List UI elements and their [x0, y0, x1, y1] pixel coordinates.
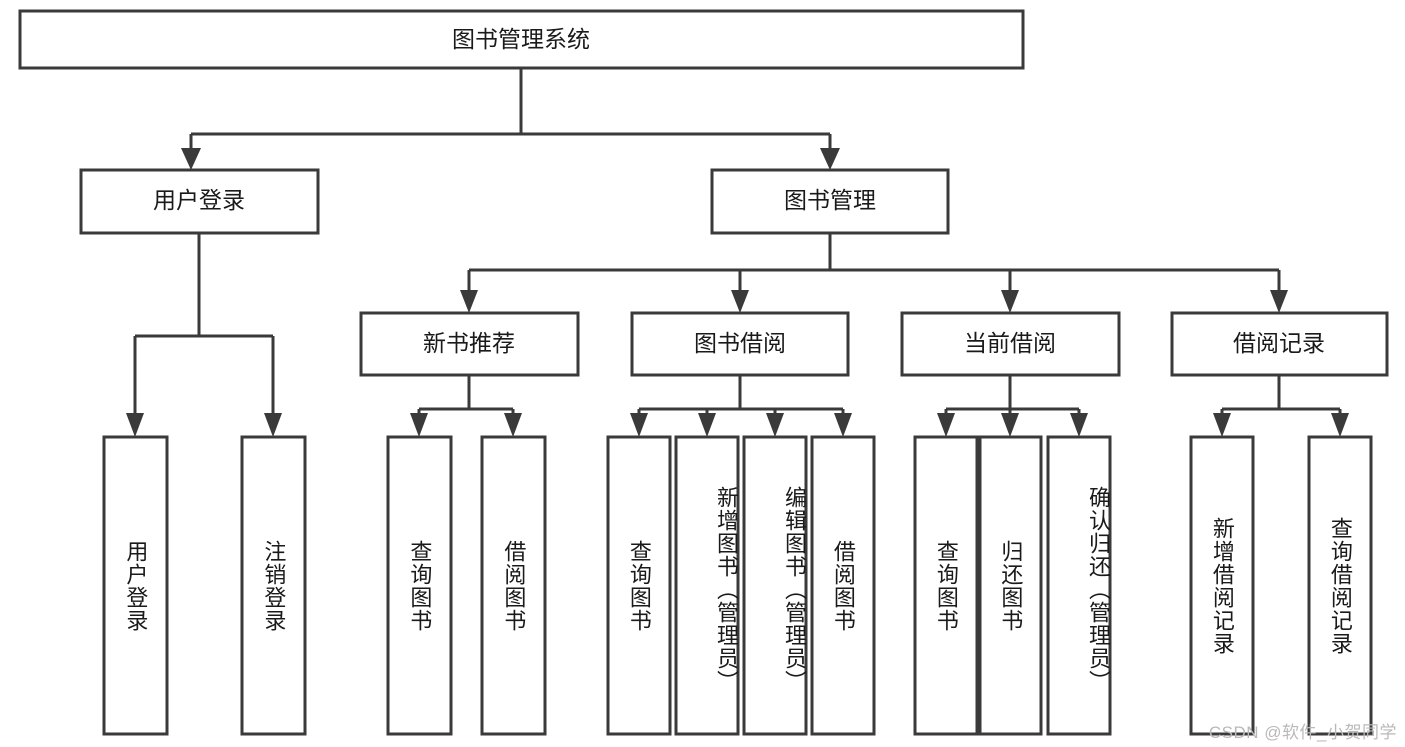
- node-box[interactable]: [359, 311, 580, 377]
- node-new-book-recommend[interactable]: 新书推荐: [359, 311, 580, 377]
- node-book-borrow[interactable]: 图书借阅: [630, 311, 850, 377]
- leaf-box-return-book[interactable]: [978, 435, 1043, 736]
- arrow-head-icon: [1001, 290, 1019, 313]
- arrow-head-icon: [460, 290, 478, 313]
- connector-bookborrow-to-leaves: [630, 375, 852, 437]
- node-current-borrow[interactable]: 当前借阅: [900, 311, 1121, 377]
- node-label: 图书借阅: [694, 330, 786, 356]
- arrow-head-icon: [1070, 413, 1088, 437]
- node-label: 当前借阅: [964, 330, 1056, 356]
- arrow-head-icon: [1001, 413, 1019, 437]
- arrow-head-icon: [264, 413, 282, 437]
- leaf-box-user-login[interactable]: [102, 435, 169, 736]
- arrow-head-icon: [834, 413, 852, 437]
- node-box[interactable]: [710, 168, 950, 235]
- node-box[interactable]: [630, 311, 850, 377]
- leaf-box-logout-login[interactable]: [240, 435, 307, 736]
- arrow-head-icon: [731, 290, 749, 313]
- node-box[interactable]: [18, 9, 1025, 70]
- connector-newbook-to-leaves: [410, 375, 522, 437]
- node-borrow-record[interactable]: 借阅记录: [1170, 311, 1389, 377]
- leaf-box-borrow-book-newbook[interactable]: [480, 435, 547, 736]
- connector-currentborrow-to-leaves: [937, 375, 1088, 437]
- node-book-management[interactable]: 图书管理: [710, 168, 950, 235]
- arrow-head-icon: [630, 413, 648, 437]
- arrow-head-icon: [181, 148, 201, 170]
- node-label: 图书管理: [784, 187, 876, 213]
- arrow-head-icon: [126, 413, 144, 437]
- connector-borrowrecord-to-leaves: [1213, 375, 1349, 437]
- node-box[interactable]: [79, 168, 320, 235]
- arrow-head-icon: [937, 413, 955, 437]
- leaf-box-query-book-newbook[interactable]: [386, 435, 453, 736]
- leaf-box-borrow-book[interactable]: [810, 435, 876, 736]
- arrow-head-icon: [766, 413, 784, 437]
- node-root[interactable]: 图书管理系统: [18, 9, 1025, 70]
- node-user-login[interactable]: 用户登录: [79, 168, 320, 235]
- node-label: 用户登录: [153, 187, 245, 213]
- leaf-box-query-book-borrow[interactable]: [606, 435, 672, 736]
- node-box[interactable]: [900, 311, 1121, 377]
- leaf-box-add-book-admin[interactable]: [674, 435, 740, 736]
- arrow-head-icon: [1331, 413, 1349, 437]
- node-box[interactable]: [1170, 311, 1389, 377]
- connector-bookmgmt-to-level3: [460, 233, 1288, 313]
- node-label: 借阅记录: [1233, 330, 1325, 356]
- node-label: 图书管理系统: [452, 26, 590, 52]
- arrow-head-icon: [698, 413, 716, 437]
- leaf-box-confirm-return-admin[interactable]: [1046, 435, 1112, 736]
- arrow-head-icon: [504, 413, 522, 437]
- leaf-box-query-borrow-record[interactable]: [1307, 435, 1373, 736]
- node-label: 新书推荐: [423, 330, 515, 356]
- arrow-head-icon: [410, 413, 428, 437]
- leaf-box-query-book-current[interactable]: [913, 435, 979, 736]
- arrow-head-icon: [1270, 290, 1288, 313]
- watermark-text: CSDN @软件_小贺同学: [1208, 723, 1397, 742]
- connector-root-to-level2: [181, 68, 840, 170]
- leaf-box-edit-book-admin[interactable]: [742, 435, 808, 736]
- leaf-box-add-borrow-record[interactable]: [1189, 435, 1255, 736]
- arrow-head-icon: [820, 148, 840, 170]
- connector-userlogin-to-leaves: [126, 233, 282, 437]
- arrow-head-icon: [1213, 413, 1231, 437]
